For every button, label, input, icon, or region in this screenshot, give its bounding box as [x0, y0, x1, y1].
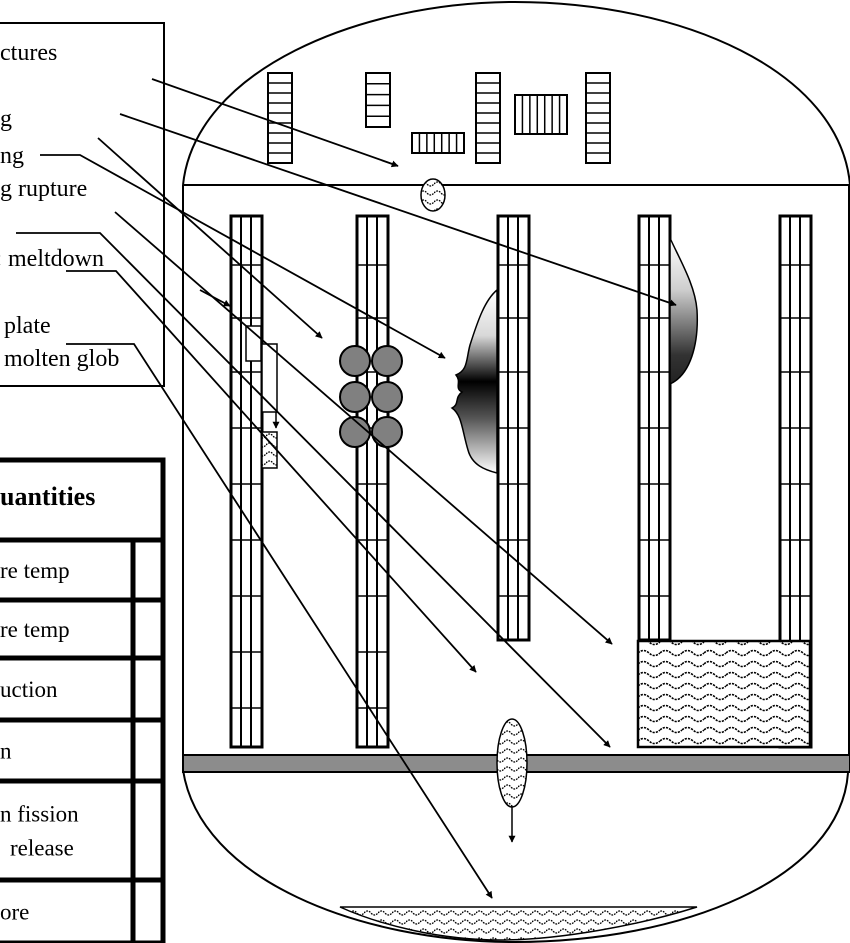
structure-outline — [267, 72, 293, 164]
leader-lines — [16, 78, 677, 899]
legend-box: ctures g ng g rupture ‹ meltdown plate m… — [0, 22, 165, 387]
structure-outline — [585, 72, 611, 164]
table-cell-label: re temp — [0, 617, 70, 642]
legend-label-cladding-rupture: g rupture — [0, 176, 87, 202]
molten-glob-through-plate — [496, 718, 528, 808]
table-value-cell — [136, 784, 160, 877]
leader-4 — [97, 137, 323, 339]
legend-label-3: ng — [0, 143, 24, 169]
fuel-assembly-4 — [637, 214, 672, 642]
assembly-outline — [355, 214, 390, 749]
table-cell-label: release — [10, 836, 74, 861]
upper-structure-5 — [514, 94, 568, 135]
legend-label-2: g — [0, 106, 12, 132]
leader-cladding-rupture — [114, 211, 613, 645]
table-cell-label: re temp — [0, 558, 70, 583]
upper-structure-4 — [475, 72, 501, 164]
structure-outline — [365, 72, 391, 128]
pellet — [371, 416, 403, 448]
table-value-cell — [136, 543, 160, 597]
pellet — [371, 345, 403, 377]
upper-structure-3 — [411, 132, 465, 154]
pellet — [339, 381, 371, 413]
table-border — [0, 457, 166, 943]
table-value-cell — [136, 883, 160, 940]
pellet — [339, 416, 371, 448]
legend-label-plate: plate — [4, 313, 51, 339]
assembly-outline — [229, 214, 264, 749]
leader-2 — [119, 113, 677, 307]
melt-features — [339, 178, 812, 941]
fuel-pellet-balloons — [339, 345, 403, 448]
pellet — [371, 381, 403, 413]
vessel-bottom-head — [182, 769, 849, 943]
molten-glob-upper — [420, 178, 446, 212]
legend-label-meltdown: ‹ meltdown — [0, 246, 104, 272]
pellet — [339, 345, 371, 377]
table-value-cell — [136, 603, 160, 655]
leader-structures — [151, 78, 399, 168]
fuel-assembly-3 — [496, 214, 531, 642]
table-title: uantities — [0, 482, 95, 511]
leader-plate — [199, 289, 231, 307]
legend-border — [0, 22, 165, 387]
upper-structures — [267, 72, 611, 164]
table-cell-label: n — [0, 739, 12, 764]
leader-3 — [40, 154, 446, 359]
melt-region-left — [450, 288, 498, 474]
legend-label-molten-glob: molten glob — [4, 346, 119, 372]
upper-structure-1 — [267, 72, 293, 164]
legend-label-structures: ctures — [0, 40, 57, 66]
melt-region-right — [669, 237, 699, 386]
structure-outline — [514, 94, 568, 135]
vessel-top-dome — [182, 0, 850, 186]
fuel-assembly-1 — [229, 214, 264, 749]
upper-structure-6 — [585, 72, 611, 164]
quantities-table: uantities re temp re temp uction n n fission… — [0, 457, 166, 943]
table-value-cell — [136, 723, 160, 778]
table-cell-label: ore — [0, 900, 29, 925]
table-cell-label: uction — [0, 677, 58, 702]
leader-5 — [66, 270, 477, 673]
table-cell-label: n fission — [0, 802, 79, 827]
table-value-cell — [136, 661, 160, 717]
lower-head-debris — [339, 906, 698, 941]
molten-pool — [636, 639, 812, 749]
leader-meltdown — [16, 232, 611, 748]
leader-molten-glob — [66, 343, 493, 899]
structure-outline — [475, 72, 501, 164]
upper-structure-2 — [365, 72, 391, 128]
fuel-assembly-2 — [355, 214, 390, 749]
structure-outline — [411, 132, 465, 154]
cladding-bulge-2 — [261, 343, 278, 413]
